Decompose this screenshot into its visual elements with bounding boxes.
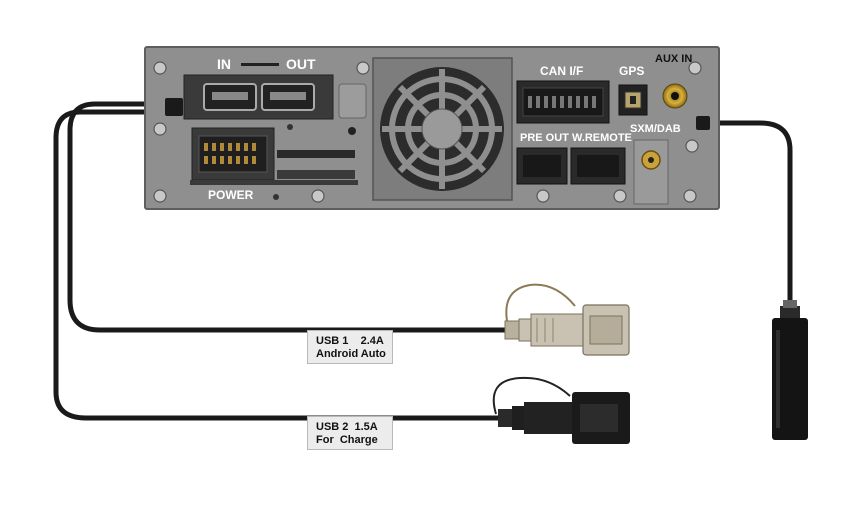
panel-hole	[287, 124, 293, 130]
usb-cable-grommet	[165, 98, 183, 116]
aux-in-jack	[662, 83, 688, 109]
can-if-connector	[516, 80, 610, 124]
w-remote-label: W.REMOTE	[572, 132, 632, 144]
usb2-cable	[53, 109, 503, 421]
usb2-plug	[492, 376, 630, 444]
power-connector	[191, 127, 275, 181]
usb-cables	[53, 101, 793, 421]
card-slot-lower	[277, 170, 355, 179]
panel-led	[348, 127, 356, 135]
usb2-label-line1: USB 2 1.5A	[316, 421, 378, 433]
sxm-antenna-plug	[772, 300, 808, 440]
power-rail	[190, 180, 358, 185]
sxm-dab-jack	[633, 139, 669, 205]
usb1-plug	[504, 283, 630, 356]
power-hole	[273, 194, 279, 200]
usb1-label-line1: USB 1 2.4A	[316, 335, 384, 347]
usb1-label-line2: Android Auto	[316, 348, 386, 360]
hdmi-out-label: OUT	[286, 56, 316, 72]
sxm-cable	[703, 120, 793, 315]
hdmi-block	[183, 63, 334, 120]
can-if-label: CAN I/F	[540, 64, 583, 78]
pre-out-label: PRE OUT	[520, 132, 569, 144]
card-slot	[277, 150, 355, 158]
aux-in-label: AUX IN	[655, 53, 692, 65]
cooling-fan	[372, 57, 513, 201]
panel-button	[338, 83, 367, 119]
usb1-label-tag: USB 1 2.4A Android Auto	[307, 330, 393, 364]
usb2-label-tag: USB 2 1.5A For Charge	[307, 416, 393, 450]
gps-label: GPS	[619, 64, 644, 78]
w-remote-connector	[570, 147, 626, 185]
rear-panel: IN OUT POWER	[144, 46, 720, 210]
usb1-cable	[67, 101, 513, 333]
pre-out-connector	[516, 147, 568, 185]
gps-connector	[618, 84, 648, 116]
sxm-cable-grommet	[696, 116, 710, 130]
hdmi-in-label: IN	[217, 56, 231, 72]
sxm-dab-label: SXM/DAB	[630, 123, 681, 135]
usb2-label-line2: For Charge	[316, 434, 378, 446]
power-label: POWER	[208, 188, 254, 202]
